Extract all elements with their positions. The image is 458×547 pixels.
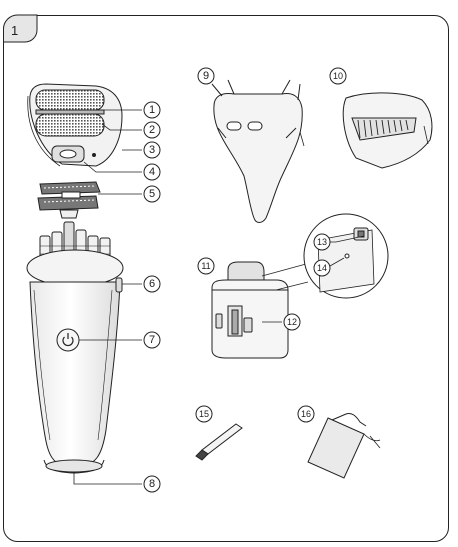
callout-14: 14	[313, 259, 331, 277]
svg-text:11: 11	[201, 261, 210, 271]
cleaning-brush-15	[195, 423, 243, 461]
cleaning-cartridge-11	[211, 261, 309, 359]
page-number-tab	[3, 14, 38, 43]
svg-text:14: 14	[317, 263, 327, 273]
callout-13: 13	[313, 233, 331, 251]
svg-text:4: 4	[149, 166, 155, 178]
callout-3: 3	[143, 141, 161, 159]
svg-text:1: 1	[149, 104, 155, 116]
callout-10: 10	[329, 67, 347, 85]
power-button	[56, 328, 80, 352]
callout-6: 6	[143, 275, 161, 293]
leader-lines	[73, 109, 365, 485]
power-button-icon	[62, 333, 74, 347]
svg-text:2: 2	[149, 124, 155, 136]
pouch-16	[307, 413, 381, 479]
callout-7: 7	[143, 331, 161, 349]
comb-attachment-10	[342, 92, 433, 169]
callout-16: 16	[297, 405, 315, 423]
callout-5: 5	[143, 185, 161, 203]
svg-text:16: 16	[301, 409, 311, 419]
svg-text:7: 7	[149, 334, 155, 346]
foil-2	[35, 113, 105, 137]
callout-11: 11	[197, 257, 215, 275]
callout-2: 2	[143, 121, 161, 139]
side-switch	[115, 277, 123, 293]
page-number: 1	[11, 23, 18, 38]
callout-9: 9	[197, 67, 215, 85]
callout-8: 8	[143, 475, 161, 493]
svg-text:3: 3	[149, 144, 155, 156]
svg-text:9: 9	[203, 70, 209, 82]
shaver-body	[26, 221, 124, 474]
svg-text:13: 13	[317, 237, 327, 247]
callout-12: 12	[283, 313, 301, 331]
svg-text:10: 10	[333, 71, 343, 81]
svg-text:6: 6	[149, 278, 155, 290]
callout-1: 1	[143, 101, 161, 119]
callout-4: 4	[143, 163, 161, 181]
cartridge-detail-zoom	[303, 213, 389, 299]
shaver-head-unit	[27, 83, 123, 167]
foil-1	[35, 89, 105, 111]
svg-text:5: 5	[149, 188, 155, 200]
svg-text:12: 12	[287, 317, 297, 327]
svg-text:15: 15	[199, 409, 209, 419]
cutter-block	[37, 181, 101, 219]
callout-15: 15	[195, 405, 213, 423]
trimmer-comb-9	[211, 79, 305, 223]
svg-text:8: 8	[149, 478, 155, 490]
